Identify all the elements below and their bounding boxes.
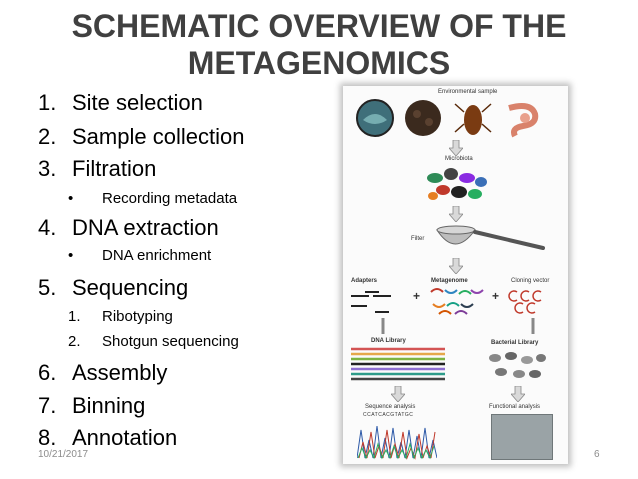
title-line-1: SCHEMATIC OVERVIEW OF THE xyxy=(71,8,567,44)
item-label: Annotation xyxy=(72,425,178,450)
slide-title: SCHEMATIC OVERVIEW OF THE METAGENOMICS xyxy=(0,8,638,82)
list-item: 1. Site selection xyxy=(38,90,203,116)
down-arrow-icon xyxy=(449,140,463,156)
down-arrow-icon xyxy=(511,386,525,402)
dna-library-image xyxy=(351,347,445,381)
adapters-label: Adapters xyxy=(351,278,378,284)
title-line-2: METAGENOMICS xyxy=(187,45,451,81)
soil-sample-image xyxy=(405,100,441,136)
environmental-sample-label: Environmental sample xyxy=(438,89,498,95)
item-label: Sequencing xyxy=(72,275,189,300)
list-item: 5. Sequencing xyxy=(38,275,188,301)
item-label: Filtration xyxy=(72,156,157,181)
item-number: 3. xyxy=(38,156,57,181)
adapters-image xyxy=(351,291,391,313)
cloning-vector-label: Cloning vector xyxy=(511,278,550,284)
sub-list-item: 2. Shotgun sequencing xyxy=(68,333,239,350)
list-item: 2. Sample collection xyxy=(38,124,244,150)
sub-list-item: 1. Ribotyping xyxy=(68,308,173,325)
sub-list-item: • DNA enrichment xyxy=(68,247,211,264)
item-label: Binning xyxy=(72,393,146,418)
down-arrow-icon xyxy=(449,206,463,222)
sequence-read-text: CCATCACGTATGC xyxy=(363,412,414,418)
item-number: 5. xyxy=(38,275,57,300)
cloning-vector-image xyxy=(508,290,542,314)
down-arrow-icon xyxy=(391,386,405,402)
insect-sample-image xyxy=(454,103,492,135)
plus-sign: + xyxy=(413,289,421,303)
metagenome-fragments-image xyxy=(430,288,484,315)
item-number: 4. xyxy=(38,215,57,240)
sub-item-label: Ribotyping xyxy=(102,308,173,325)
item-label: Sample collection xyxy=(72,124,245,149)
list-item: 6. Assembly xyxy=(38,360,167,386)
filter-sieve-image xyxy=(436,225,545,250)
bacterial-library-label: Bacterial Library xyxy=(491,340,539,346)
bullet-mark: • xyxy=(68,247,74,264)
filter-label: Filter xyxy=(411,236,425,242)
bullet-mark: • xyxy=(68,190,74,207)
metagenome-label: Metagenome xyxy=(431,278,468,284)
dna-library-label: DNA Library xyxy=(371,338,406,344)
microbiota-label: Microbiota xyxy=(445,156,473,162)
environmental-sample-images xyxy=(356,99,539,138)
item-number: 1. xyxy=(38,90,57,115)
bacterial-library-image xyxy=(489,352,546,378)
sequence-analysis-label: Sequence analysis xyxy=(365,404,416,410)
list-item: 3. Filtration xyxy=(38,156,156,182)
item-number: 2. xyxy=(38,124,57,149)
down-arrow-icon xyxy=(449,258,463,274)
item-number: 6. xyxy=(38,360,57,385)
sub-item-label: DNA enrichment xyxy=(102,247,212,264)
slide-date: 10/21/2017 xyxy=(38,449,89,460)
item-label: DNA extraction xyxy=(72,215,219,240)
sub-number: 2. xyxy=(68,333,81,350)
sub-item-label: Recording metadata xyxy=(102,190,238,207)
metagenomics-workflow-figure: Environmental sample Microbiota xyxy=(343,86,568,464)
item-label: Assembly xyxy=(72,360,168,385)
item-number: 7. xyxy=(38,393,57,418)
sub-list-item: • Recording metadata xyxy=(68,190,237,207)
slide-page-number: 6 xyxy=(594,449,600,460)
item-label: Site selection xyxy=(72,90,203,115)
gut-sample-image xyxy=(508,103,539,138)
chromatogram-image xyxy=(357,425,437,460)
functional-analysis-label: Functional analysis xyxy=(489,404,541,410)
plate-image xyxy=(491,414,553,460)
item-number: 8. xyxy=(38,425,57,450)
branch-arrows xyxy=(381,318,535,334)
plus-sign: + xyxy=(492,289,500,303)
sub-number: 1. xyxy=(68,308,81,325)
list-item: 7. Binning xyxy=(38,393,145,419)
microbiota-image xyxy=(427,168,487,200)
list-item: 8. Annotation xyxy=(38,425,177,451)
list-item: 4. DNA extraction xyxy=(38,215,219,241)
sub-item-label: Shotgun sequencing xyxy=(102,333,239,350)
